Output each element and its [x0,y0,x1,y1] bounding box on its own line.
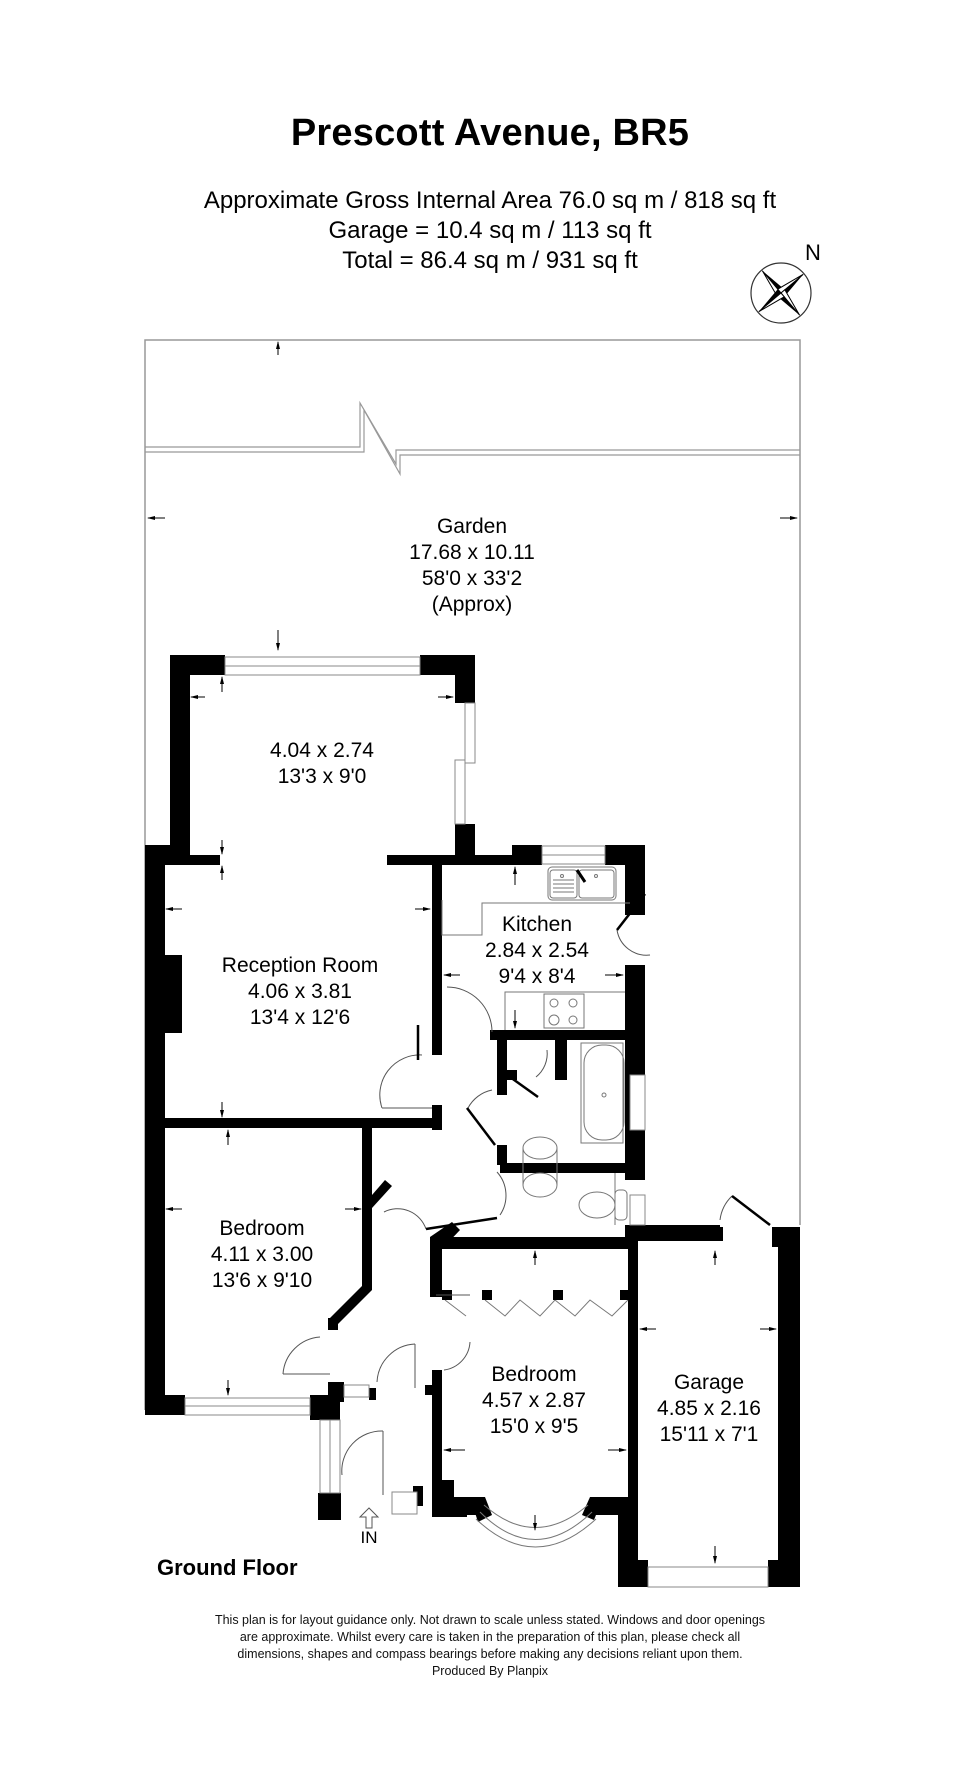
room-metric: 4.11 x 3.00 [210,1243,314,1266]
room-imperial: 13'3 x 9'0 [277,765,367,788]
room-metric: 4.06 x 3.81 [248,980,352,1003]
room-metric: 4.85 x 2.16 [657,1397,761,1420]
disclaimer: This plan is for layout guidance only. N… [0,1612,980,1680]
compass-rose-icon [750,262,812,324]
disclaimer-line: dimensions, shapes and compass bearings … [237,1647,743,1661]
room-imperial: 13'4 x 12'6 [249,1006,351,1029]
room-bedroom-1: Bedroom 4.11 x 3.00 13'6 x 9'10 [211,1216,313,1294]
room-imperial: 15'0 x 9'5 [489,1415,579,1438]
compass-north-label: N [805,240,821,265]
room-garden: Garden 17.68 x 10.11 58'0 x 33'2 (Approx… [409,514,535,618]
room-imperial: 13'6 x 9'10 [211,1269,313,1292]
room-note: (Approx) [431,593,513,616]
room-garage: Garage 4.85 x 2.16 15'11 x 7'1 [657,1370,761,1448]
plan-title: Prescott Avenue, BR5 [290,112,690,154]
entrance-label: IN [360,1528,378,1547]
room-kitchen: Kitchen 2.84 x 2.54 9'4 x 8'4 [485,912,589,990]
room-imperial: 58'0 x 33'2 [421,567,523,590]
room-name: Bedroom [219,1217,305,1240]
producer-credit: Produced By Planpix [431,1664,549,1678]
room-name: Garden [436,515,508,538]
total-area: Total = 86.4 sq m / 931 sq ft [342,247,638,274]
floor-name: Ground Floor [157,1555,298,1580]
disclaimer-line: are approximate. Whilst every care is ta… [239,1630,741,1644]
room-imperial: 15'11 x 7'1 [659,1423,759,1446]
disclaimer-line: This plan is for layout guidance only. N… [214,1613,766,1627]
room-name: Garage [673,1371,745,1394]
entrance-arrow-icon [358,1507,380,1529]
room-name: Reception Room [221,954,379,977]
room-metric: 4.04 x 2.74 [270,739,374,762]
gross-internal-area: Approximate Gross Internal Area 76.0 sq … [203,187,777,214]
garage-area: Garage = 10.4 sq m / 113 sq ft [328,217,652,244]
room-metric: 4.57 x 2.87 [482,1389,586,1412]
room-reception: Reception Room 4.06 x 3.81 13'4 x 12'6 [222,953,378,1031]
room-conservatory: 4.04 x 2.74 13'3 x 9'0 [270,738,374,790]
room-imperial: 9'4 x 8'4 [498,965,576,988]
room-name: Bedroom [491,1363,577,1386]
room-metric: 17.68 x 10.11 [409,541,535,564]
room-name: Kitchen [501,913,573,936]
room-metric: 2.84 x 2.54 [485,939,589,962]
room-bedroom-2: Bedroom 4.57 x 2.87 15'0 x 9'5 [482,1362,586,1440]
